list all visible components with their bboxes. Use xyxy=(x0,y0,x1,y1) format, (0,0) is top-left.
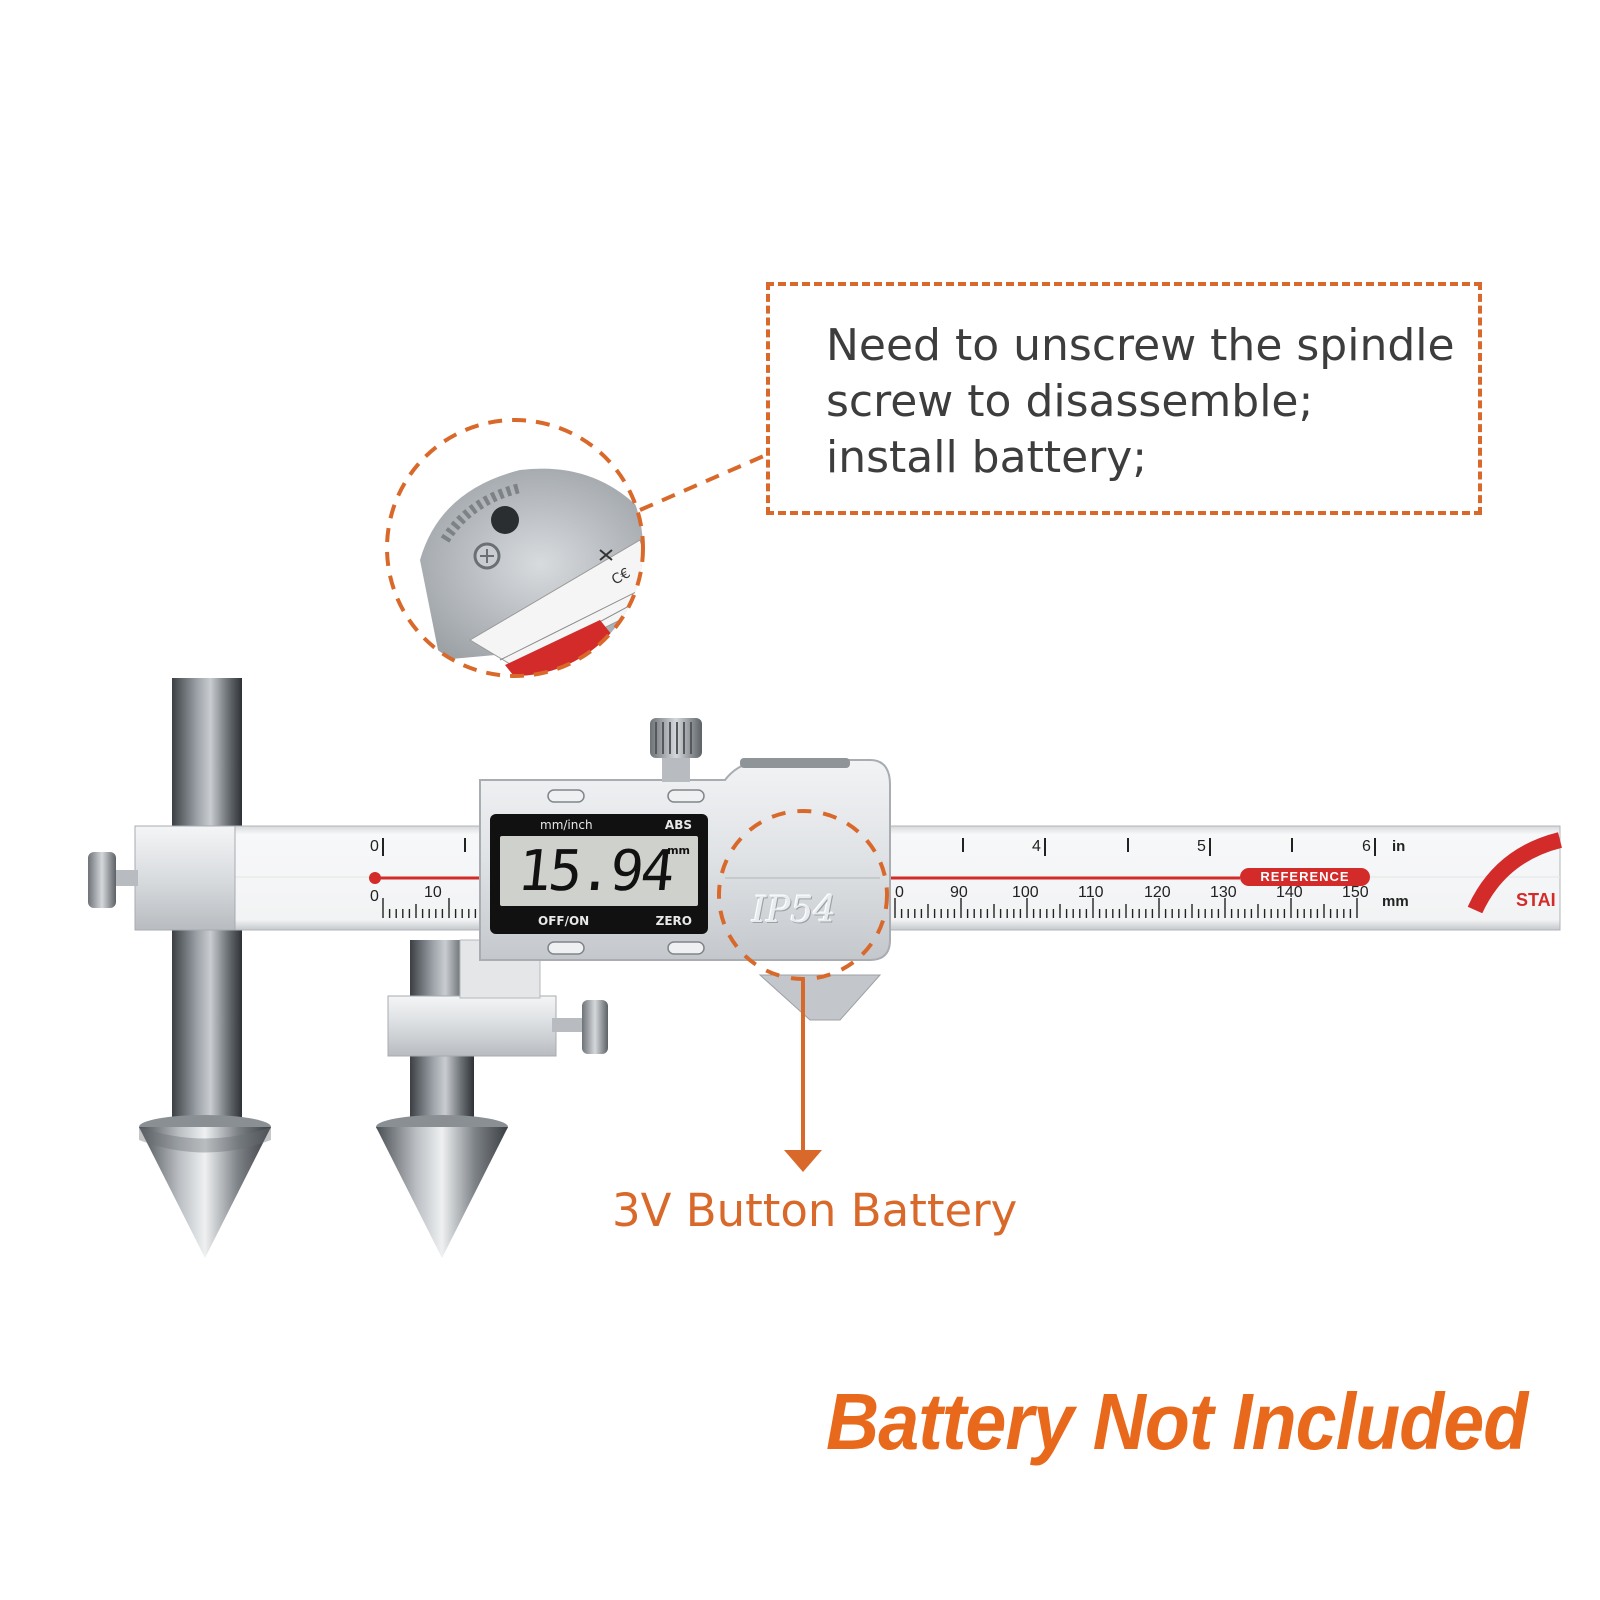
mm-label-140: 140 xyxy=(1276,884,1303,901)
mm-label-10: 10 xyxy=(424,884,442,901)
brand-text-fragment: STAI xyxy=(1516,890,1556,910)
zero-label: ZERO xyxy=(655,914,692,928)
inch-label-0: 0 xyxy=(370,838,379,855)
off-on-label: OFF/ON xyxy=(538,914,590,928)
brand-arc xyxy=(1467,832,1563,914)
left-clamp-block xyxy=(88,825,236,931)
left-center-point xyxy=(139,678,271,1258)
battery-cover-inset: C€ xyxy=(387,420,643,676)
instruction-line-2: screw to disassemble; xyxy=(826,376,1314,427)
mm-unit-label: mm xyxy=(1382,893,1409,910)
instruction-line-1: Need to unscrew the spindle xyxy=(826,320,1455,371)
lcd-reading: 15.94 xyxy=(514,839,676,904)
battery-arrow-head xyxy=(784,1150,822,1172)
reference-badge: REFERENCE xyxy=(1240,868,1370,886)
mm-label-100: 100 xyxy=(1012,884,1039,901)
mm-label-150: 150 xyxy=(1342,884,1369,901)
battery-not-included-banner: Battery Not Included xyxy=(826,1377,1528,1466)
mm-label-0b: 0 xyxy=(895,884,904,901)
lcd-screen: 15.94 mm xyxy=(500,836,698,906)
lcd-unit: mm xyxy=(667,844,690,857)
mode-label: mm/inch xyxy=(540,818,593,832)
inch-unit-label: in xyxy=(1392,838,1406,855)
mm-ticks xyxy=(382,898,1358,918)
mm-label-110: 110 xyxy=(1078,884,1104,901)
mm-label-0: 0 xyxy=(370,888,379,905)
inch-ticks xyxy=(382,838,1376,856)
instruction-callout-box xyxy=(766,282,1482,515)
mm-label-120: 120 xyxy=(1144,884,1171,901)
inset-dashed-circle xyxy=(385,418,645,678)
instruction-line-3: install battery; xyxy=(826,432,1148,483)
mm-label-90: 90 xyxy=(950,884,968,901)
ip-rating-label: IP54 xyxy=(752,890,837,931)
connector-line xyxy=(639,453,767,512)
battery-callout-label: 3V Button Battery xyxy=(612,1184,1018,1237)
instruction-text: Need to unscrew the spindle screw to dis… xyxy=(826,318,1466,486)
abs-label: ABS xyxy=(664,818,692,832)
lcd-display: mm/inch ABS 15.94 mm OFF/ON ZERO xyxy=(490,814,708,934)
inch-label-4: 4 xyxy=(1032,838,1041,855)
inch-label-6: 6 xyxy=(1362,838,1371,855)
inch-label-5: 5 xyxy=(1197,838,1206,855)
mm-label-130: 130 xyxy=(1210,884,1237,901)
